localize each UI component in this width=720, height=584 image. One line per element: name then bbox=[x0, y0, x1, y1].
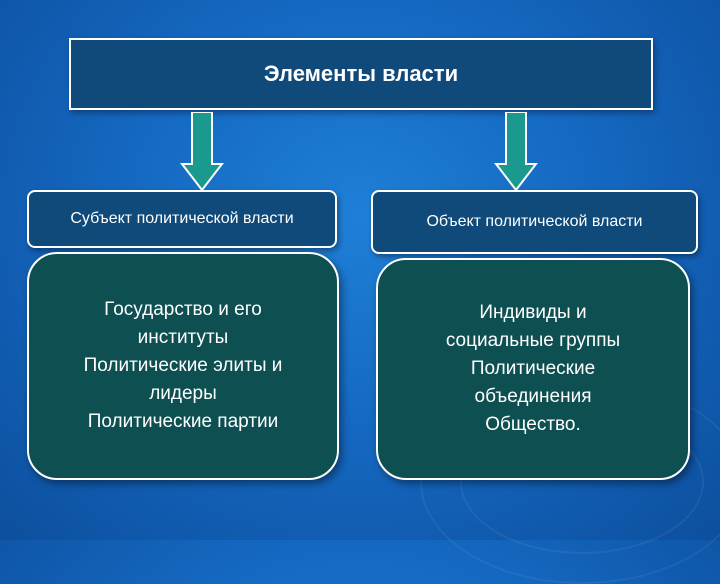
object-label: Объект политической власти bbox=[426, 213, 643, 230]
subject-item: лидеры bbox=[149, 383, 217, 404]
object-item: Индивиды и bbox=[479, 302, 587, 323]
title-text: Элементы власти bbox=[263, 61, 459, 86]
title-box: Элементы власти bbox=[69, 38, 653, 110]
left-arrow-icon bbox=[180, 112, 224, 192]
object-content-box: Индивиды и социальные группы Политически… bbox=[376, 258, 690, 480]
subject-item: Политические партии bbox=[87, 411, 279, 432]
object-item: социальные группы bbox=[445, 330, 621, 351]
object-item: Общество. bbox=[485, 414, 581, 435]
subject-item: Государство и его bbox=[104, 299, 262, 320]
subject-item: институты bbox=[137, 327, 229, 348]
right-arrow-icon bbox=[494, 112, 538, 192]
object-item: объединения bbox=[474, 386, 592, 407]
subject-content-box: Государство и его институты Политические… bbox=[27, 252, 339, 480]
object-label-box: Объект политической власти bbox=[371, 190, 698, 254]
object-item: Политические bbox=[470, 358, 596, 379]
subject-item: Политические элиты и bbox=[83, 355, 283, 376]
subject-label-box: Субъект политической власти bbox=[27, 190, 337, 248]
subject-label: Субъект политической власти bbox=[70, 210, 294, 227]
